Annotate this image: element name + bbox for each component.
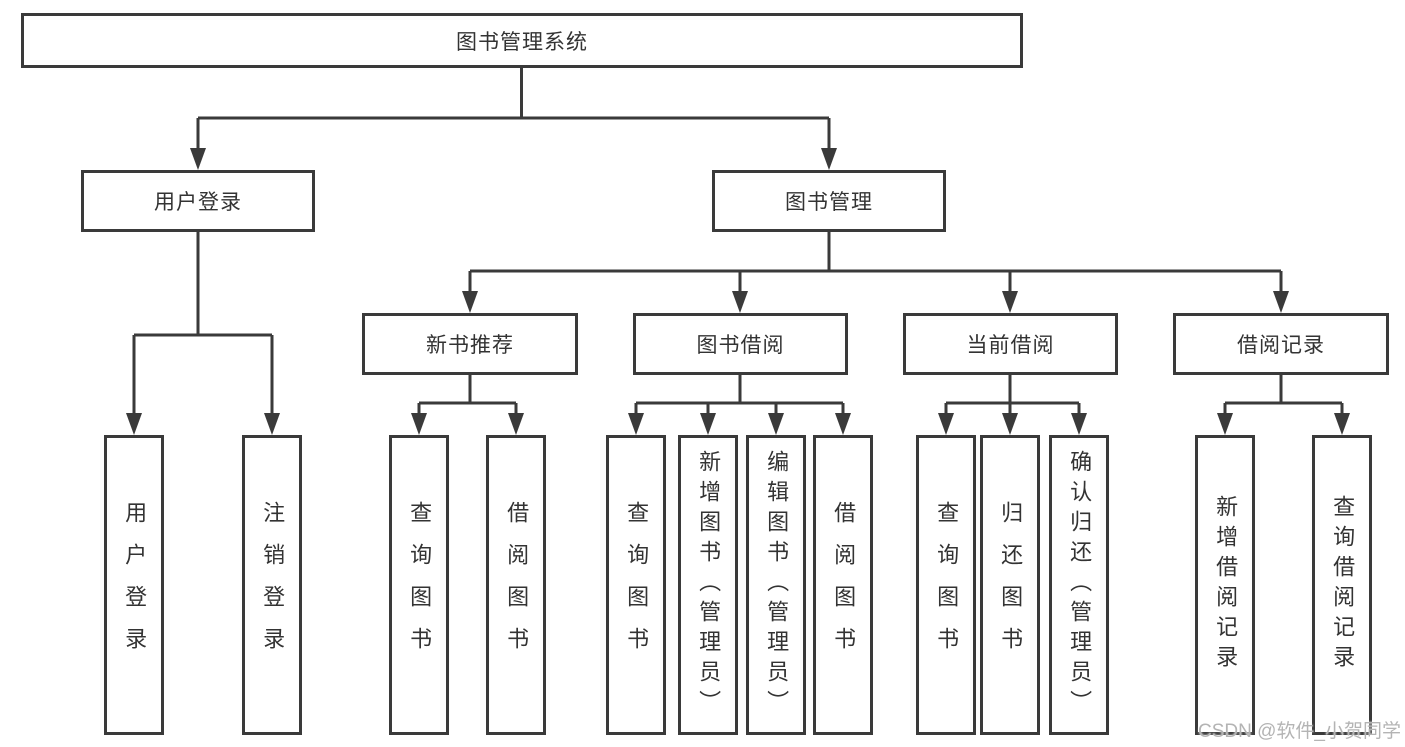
arrowhead-b4 [835, 413, 851, 435]
arrowhead-b2 [700, 413, 716, 435]
node-borrow-records: 借阅记录 [1173, 313, 1389, 375]
leaf-confirm-return-admin: 确认归还（管理员） [1049, 435, 1109, 735]
leaf-borrow-books-borrow-label: 借阅图书 [831, 501, 857, 669]
arrowhead-b1 [628, 413, 644, 435]
leaf-query-books-recommend-label: 查询图书 [407, 501, 433, 669]
leaf-query-borrow-record: 查询借阅记录 [1312, 435, 1372, 735]
leaf-logout: 注销登录 [242, 435, 302, 735]
leaf-borrow-books-recommend: 借阅图书 [486, 435, 546, 735]
leaf-add-book-admin-label: 新增图书（管理员） [696, 450, 722, 720]
leaf-borrow-books-borrow: 借阅图书 [813, 435, 873, 735]
leaf-return-books: 归还图书 [980, 435, 1040, 735]
leaf-borrow-books-recommend-label: 借阅图书 [504, 501, 530, 669]
arrowhead-c1 [938, 413, 954, 435]
arrowhead-user-login [190, 148, 206, 170]
arrowhead-c3 [1071, 413, 1087, 435]
root-node-label: 图书管理系统 [456, 30, 588, 54]
arrowhead-leaf-user [126, 413, 142, 435]
leaf-add-borrow-record-label: 新增借阅记录 [1213, 495, 1239, 675]
node-user-login: 用户登录 [81, 170, 315, 232]
leaf-query-books-current: 查询图书 [916, 435, 976, 735]
node-book-management-label: 图书管理 [785, 191, 873, 214]
leaf-logout-label: 注销登录 [260, 501, 286, 669]
arrowhead-borrow [732, 291, 748, 313]
node-current-borrow: 当前借阅 [903, 313, 1118, 375]
arrowhead-recommend [462, 291, 478, 313]
node-book-borrow: 图书借阅 [633, 313, 848, 375]
arrowhead-d2 [1334, 413, 1350, 435]
node-book-management: 图书管理 [712, 170, 946, 232]
leaf-query-books-borrow-label: 查询图书 [624, 501, 650, 669]
leaf-add-borrow-record: 新增借阅记录 [1195, 435, 1255, 735]
leaf-query-books-borrow: 查询图书 [606, 435, 666, 735]
node-new-book-recommend: 新书推荐 [362, 313, 578, 375]
arrowhead-b3 [768, 413, 784, 435]
arrowhead-records [1273, 291, 1289, 313]
node-borrow-records-label: 借阅记录 [1237, 334, 1325, 357]
arrowhead-leaf-logout [264, 413, 280, 435]
leaf-edit-book-admin-label: 编辑图书（管理员） [764, 450, 790, 720]
arrowhead-c2 [1002, 413, 1018, 435]
leaf-user-login: 用户登录 [104, 435, 164, 735]
arrowhead-book-mgmt [821, 148, 837, 170]
leaf-add-book-admin: 新增图书（管理员） [678, 435, 738, 735]
node-current-borrow-label: 当前借阅 [966, 334, 1055, 357]
leaf-query-books-current-label: 查询图书 [934, 501, 960, 669]
arrowhead-current [1002, 291, 1018, 313]
leaf-confirm-return-admin-label: 确认归还（管理员） [1067, 450, 1093, 720]
arrowhead-a2 [508, 413, 524, 435]
leaf-return-books-label: 归还图书 [998, 501, 1024, 669]
root-node: 图书管理系统 [21, 13, 1023, 68]
csdn-watermark: CSDN @软件_小贺同学 [1198, 721, 1401, 742]
node-user-login-label: 用户登录 [154, 191, 242, 214]
node-book-borrow-label: 图书借阅 [696, 334, 785, 357]
node-new-book-recommend-label: 新书推荐 [426, 334, 514, 357]
leaf-query-books-recommend: 查询图书 [389, 435, 449, 735]
leaf-edit-book-admin: 编辑图书（管理员） [746, 435, 806, 735]
leaf-user-login-label: 用户登录 [122, 501, 148, 669]
leaf-query-borrow-record-label: 查询借阅记录 [1330, 495, 1356, 675]
arrowhead-a1 [411, 413, 427, 435]
arrowhead-d1 [1217, 413, 1233, 435]
